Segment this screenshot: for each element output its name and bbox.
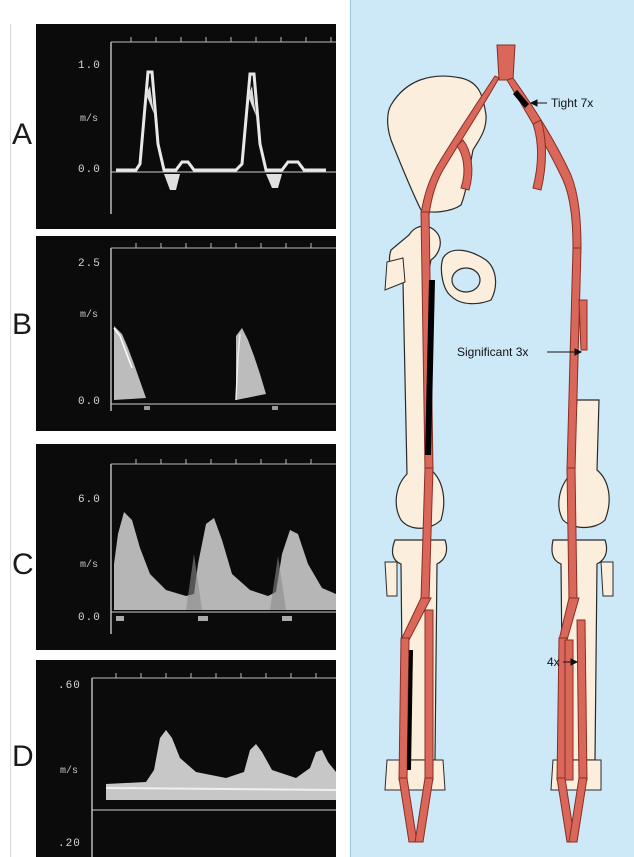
right-profunda-artery [579,300,587,350]
waveform-panel-b: 2.5 m/s 0.0 [36,236,336,431]
right-internal-iliac [533,120,546,190]
pelvis-left-bone [388,76,486,212]
panel-c-waveform [36,444,336,650]
waveform-panel-c: 6.0 m/s 0.0 [36,444,336,650]
fibula-head-right [601,562,613,596]
panel-d-waveform [36,660,336,857]
tight-stenosis-label: Tight 7x [551,96,593,110]
panel-label-a: A [12,118,32,152]
significant-stenosis-label: Significant 3x [457,345,528,359]
aorta [497,45,515,80]
left-posterior-tibial [425,610,433,780]
right-posterior-tibial [577,620,587,780]
trochanter-left [385,258,405,290]
femur-right-bone [559,400,609,528]
panel-label-d: D [12,740,34,774]
waveform-panel-d: .60 m/s .20 [36,660,336,857]
panel-label-b: B [12,308,32,342]
fourx-stenosis-label: 4x [547,655,560,669]
ankle-left-bone [385,760,445,790]
panel-label-c: C [12,548,34,582]
artery-diagram-panel: Tight 7x Significant 3x 4x [350,0,634,857]
obturator-foramen [452,268,480,292]
doppler-panel-column: A 1.0 m/s 0.0 B 2.5 [0,0,346,857]
fibula-head-left [385,562,397,596]
panel-a-waveform [36,24,336,229]
panel-b-waveform [36,236,336,431]
waveform-panel-a: 1.0 m/s 0.0 [36,24,336,229]
right-popliteal-artery [567,468,577,600]
leg-artery-diagram [351,0,634,857]
